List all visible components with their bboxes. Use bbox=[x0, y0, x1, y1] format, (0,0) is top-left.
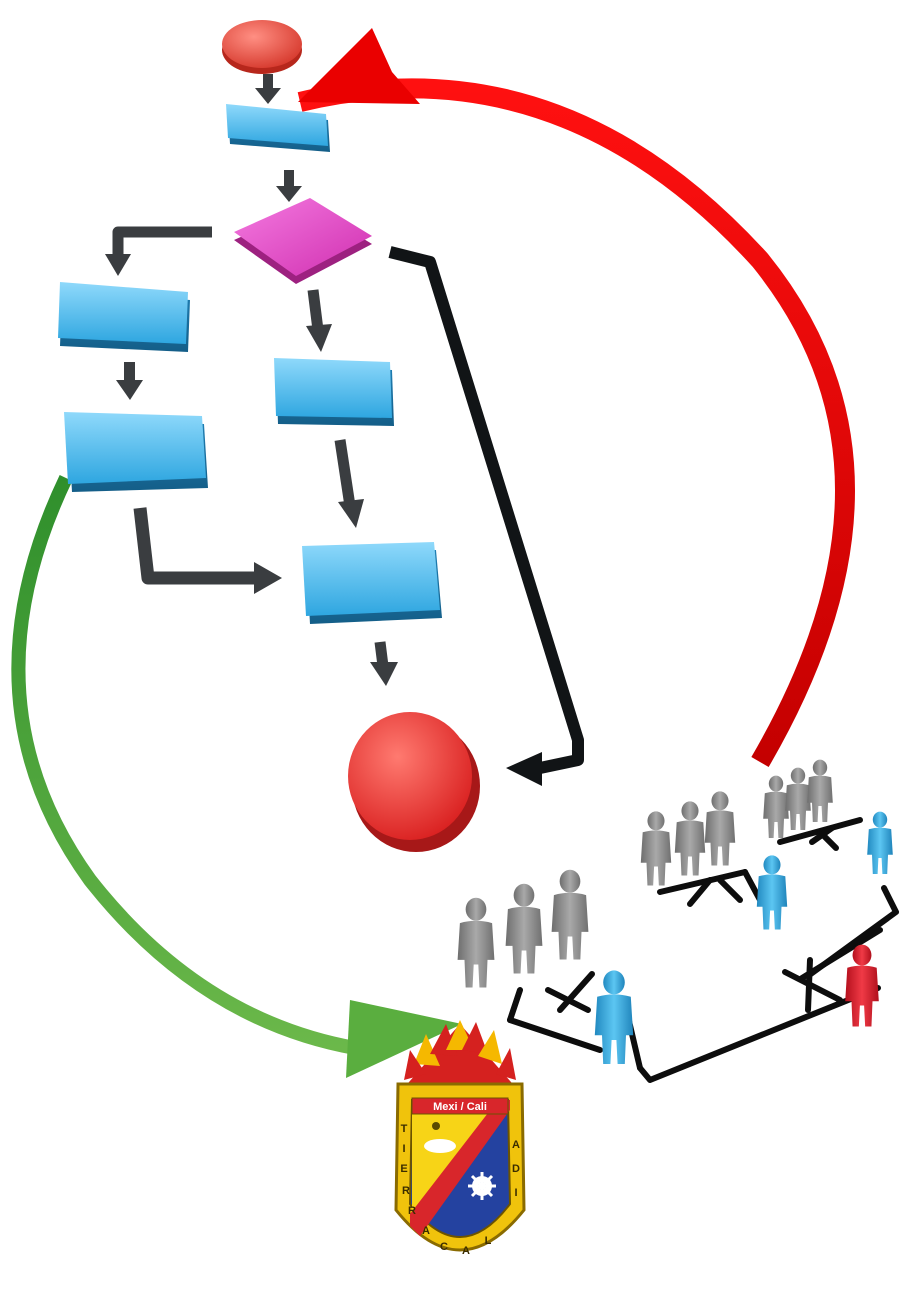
feedback-arrow-red bbox=[297, 28, 855, 768]
seal-right-letters: L I D A bbox=[485, 1139, 520, 1247]
feedback-arrowhead bbox=[298, 28, 420, 104]
connector-start-to-box bbox=[255, 74, 281, 104]
seal-letter: R bbox=[402, 1185, 410, 1197]
seal-banner-text: Mexi / Cali bbox=[433, 1101, 487, 1113]
process-box-left-1 bbox=[58, 282, 190, 352]
person-icon bbox=[756, 855, 788, 930]
connector-decision-left bbox=[105, 226, 212, 276]
process-box-1 bbox=[226, 104, 330, 152]
person-icon bbox=[551, 869, 589, 960]
connector-middle-down bbox=[334, 439, 364, 528]
connector-decision-middle bbox=[306, 289, 332, 352]
seal-letter: C bbox=[440, 1241, 448, 1253]
person-icon bbox=[674, 801, 706, 876]
person-icon bbox=[785, 767, 811, 830]
seal-banner bbox=[411, 1097, 509, 1115]
start-terminal bbox=[222, 20, 302, 74]
connector-left-down bbox=[116, 362, 143, 400]
seal-left-letters: T I E bbox=[400, 1123, 407, 1175]
org-chart bbox=[457, 759, 899, 1083]
connector-lower-to-end bbox=[370, 641, 398, 686]
seal-red-band bbox=[410, 1100, 510, 1236]
municipal-seal: Mexi / Cali T I E R R A C A bbox=[394, 1020, 526, 1257]
flowchart-connectors bbox=[105, 74, 584, 786]
person-icon bbox=[867, 811, 893, 874]
seal-letter: A bbox=[462, 1245, 470, 1257]
seal-cotton-icon bbox=[432, 1122, 440, 1130]
process-box-lower bbox=[302, 542, 442, 624]
seal-letter: T bbox=[401, 1123, 408, 1135]
sun-rays bbox=[402, 1020, 518, 1090]
seal-letter: I bbox=[514, 1187, 517, 1199]
org-chart-lines bbox=[507, 817, 899, 1083]
decision-diamond bbox=[234, 198, 372, 284]
seal-letter: L bbox=[485, 1235, 492, 1247]
process-box-left-2 bbox=[64, 412, 208, 492]
seal-letter: A bbox=[512, 1139, 520, 1151]
seal-letter: I bbox=[402, 1143, 405, 1155]
seal-gear-icon bbox=[468, 1172, 496, 1200]
connector-decision-to-end bbox=[388, 246, 584, 786]
seal-letter: D bbox=[512, 1163, 520, 1175]
flow-arrow-green bbox=[11, 474, 462, 1078]
person-icon bbox=[704, 791, 736, 866]
seal-letter: A bbox=[422, 1225, 430, 1237]
person-icon bbox=[763, 775, 789, 838]
person-icon bbox=[640, 811, 672, 886]
person-icon-red bbox=[845, 944, 879, 1027]
person-icon bbox=[457, 897, 495, 988]
person-icon bbox=[505, 883, 543, 974]
connector-left-to-lower bbox=[133, 507, 282, 594]
seal-cloud-icon bbox=[424, 1139, 456, 1153]
process-box-middle bbox=[274, 358, 394, 426]
flow-arrowhead bbox=[346, 1000, 462, 1078]
end-terminal bbox=[348, 712, 480, 852]
connector-box-to-decision bbox=[276, 170, 302, 202]
seal-letter: R bbox=[408, 1205, 416, 1217]
person-icon bbox=[807, 759, 833, 822]
seal-bottom-letters: R R A C A bbox=[402, 1185, 470, 1257]
seal-letter: E bbox=[400, 1163, 407, 1175]
